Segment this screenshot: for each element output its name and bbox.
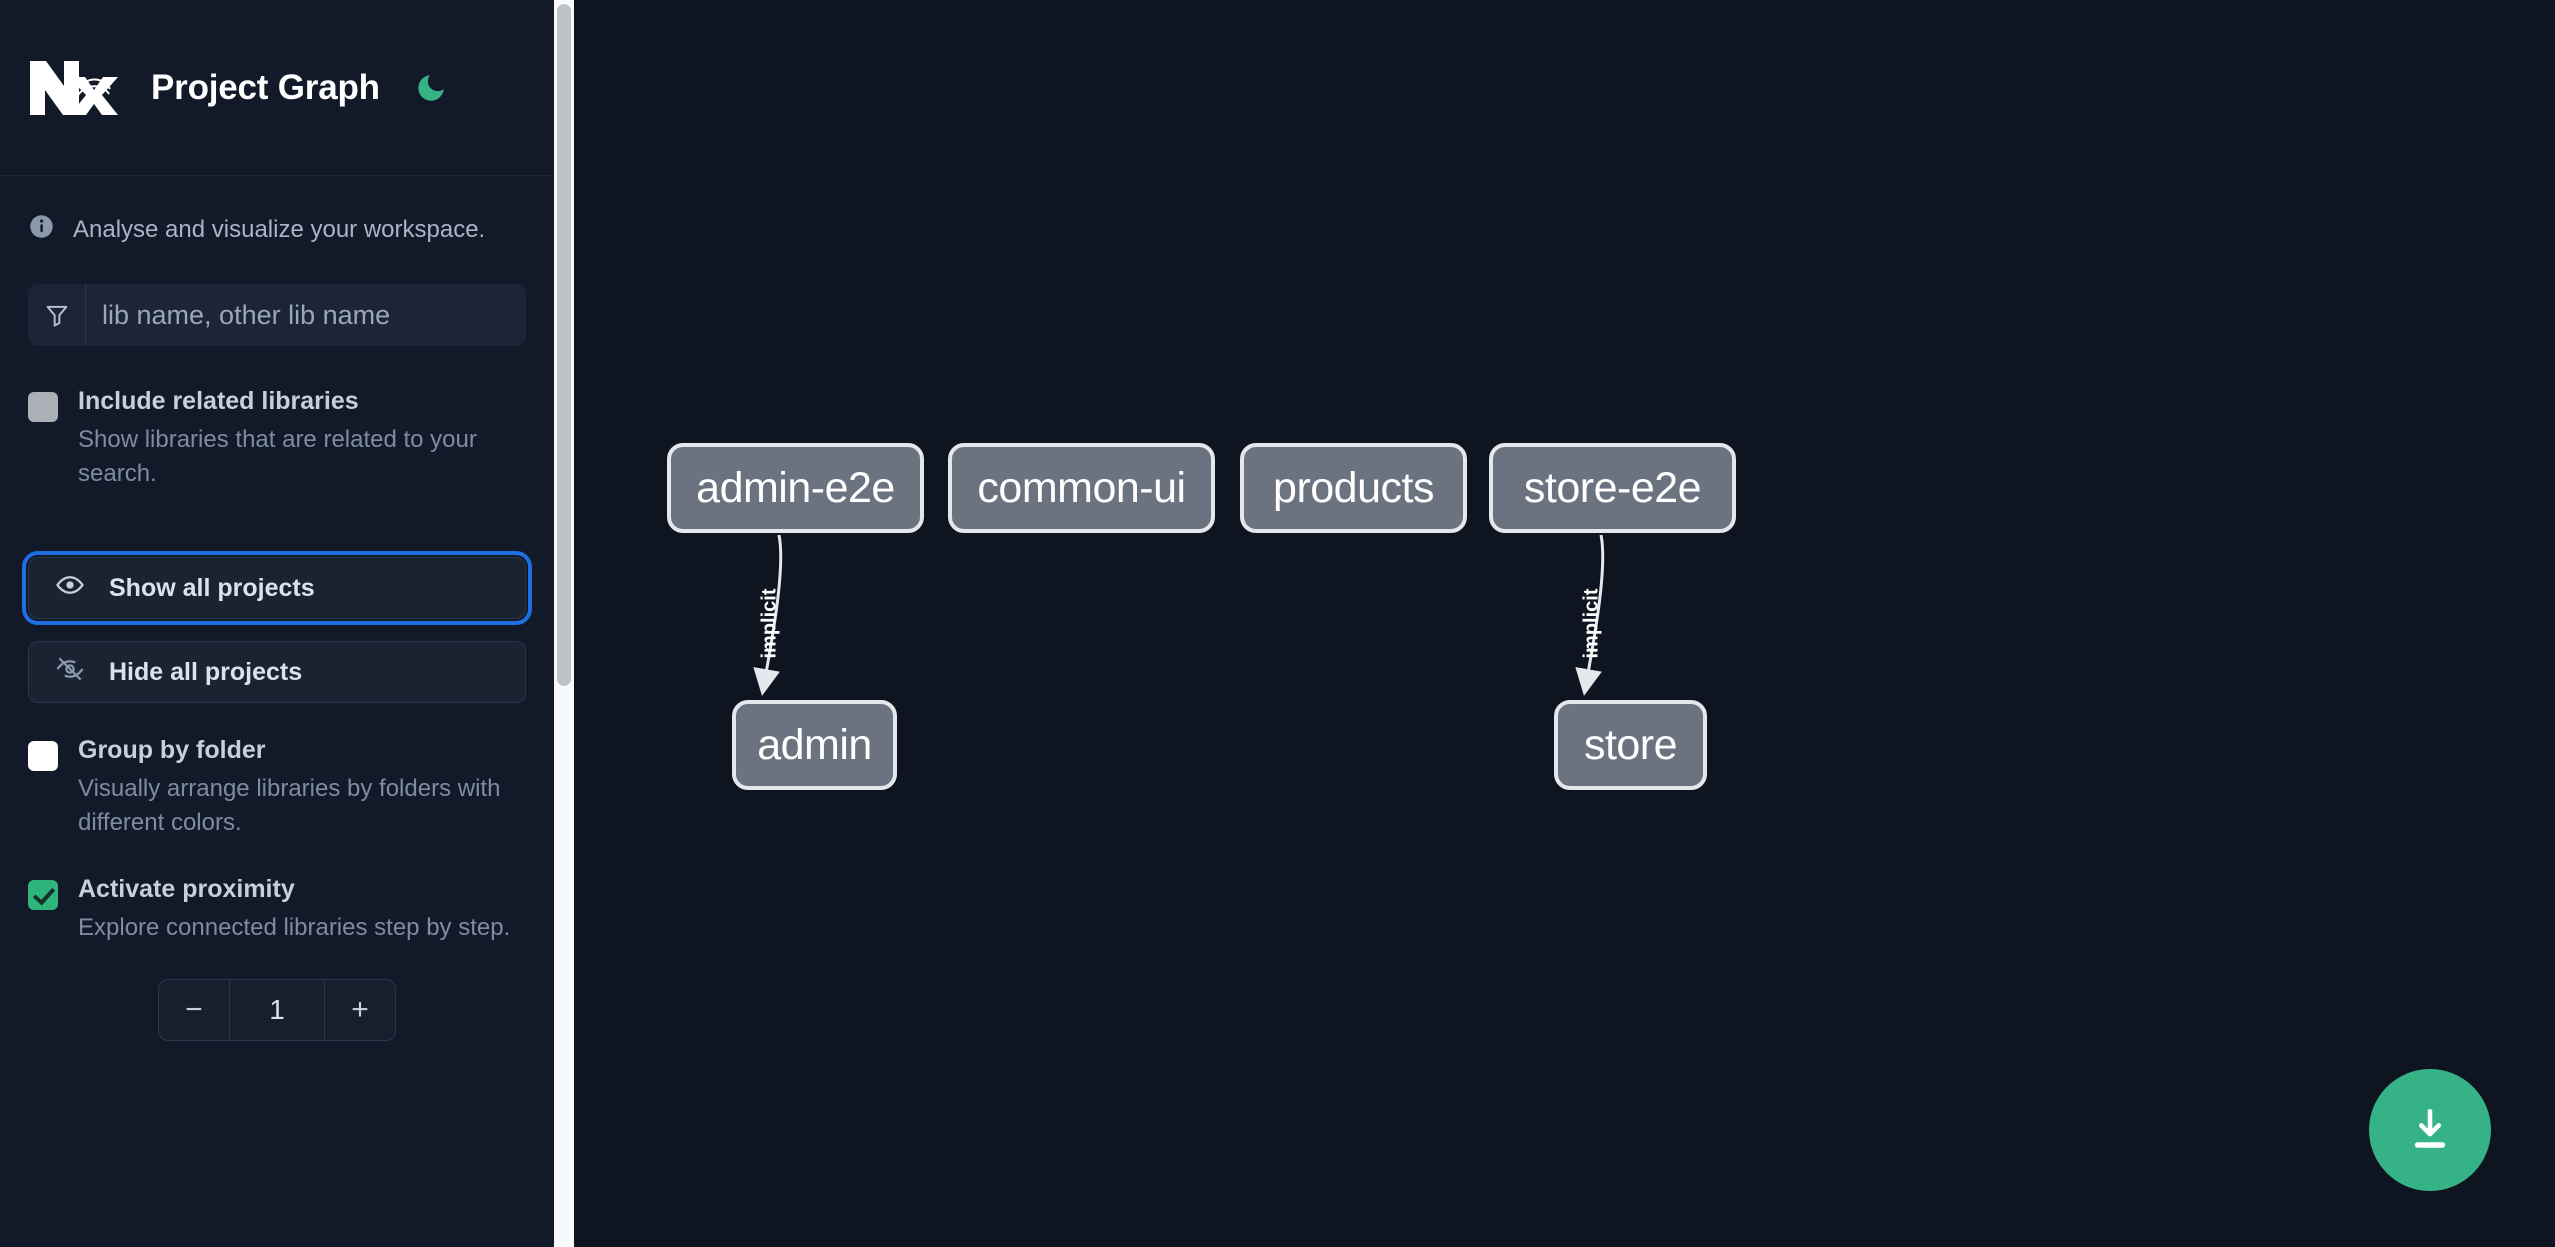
sidebar-header: Project Graph <box>0 0 554 176</box>
edge-admin-e2e-admin <box>753 534 783 696</box>
graph-node-admin-e2e[interactable]: admin-e2e <box>667 443 924 533</box>
group-by-folder-label: Group by folder <box>78 736 266 765</box>
edge-label-store-e2e-store: implicit <box>1580 588 1603 659</box>
funnel-icon <box>28 284 86 346</box>
group-by-folder-checkbox[interactable] <box>28 741 58 772</box>
graph-node-common-ui[interactable]: common-ui <box>948 443 1215 533</box>
sidebar-tagline: Analyse and visualize your workspace. <box>0 176 554 284</box>
graph-node-store-e2e[interactable]: store-e2e <box>1489 443 1736 533</box>
spacer <box>28 703 526 735</box>
spacer <box>28 525 526 557</box>
sidebar-scrollbar-track[interactable] <box>554 0 574 1247</box>
sidebar-body: Include related libraries Show libraries… <box>0 284 554 1042</box>
include-related-description: Show libraries that are related to your … <box>78 426 477 488</box>
moon-icon[interactable] <box>408 65 454 111</box>
show-all-projects-label: Show all projects <box>109 573 315 602</box>
download-button[interactable] <box>2369 1069 2491 1191</box>
hide-all-projects-button[interactable]: Hide all projects <box>28 641 526 704</box>
activate-proximity-label: Activate proximity <box>78 875 295 904</box>
include-related-checkbox[interactable] <box>28 392 58 422</box>
activate-proximity-checkbox[interactable] <box>28 880 58 911</box>
proximity-stepper[interactable]: − 1 + <box>158 979 396 1042</box>
page-title: Project Graph <box>151 67 380 107</box>
option-include-related[interactable]: Include related libraries Show libraries… <box>28 386 526 491</box>
proximity-value: 1 <box>228 980 326 1041</box>
option-group-by-folder[interactable]: Group by folder Visually arrange librari… <box>28 735 526 840</box>
sidebar: Project Graph Analyse and visualize your… <box>0 0 554 1247</box>
hide-all-projects-label: Hide all projects <box>109 657 303 686</box>
include-related-label: Include related libraries <box>78 387 359 415</box>
tagline-text: Analyse and visualize your workspace. <box>73 216 486 243</box>
search-input[interactable] <box>86 284 526 346</box>
eye-icon <box>55 570 85 607</box>
group-by-folder-description: Visually arrange libraries by folders wi… <box>78 775 501 837</box>
option-activate-proximity[interactable]: Activate proximity Explore connected lib… <box>28 874 526 945</box>
graph-node-products[interactable]: products <box>1240 443 1467 533</box>
graph-node-admin[interactable]: admin <box>732 700 897 790</box>
proximity-decrement-button[interactable]: − <box>159 980 229 1040</box>
spacer <box>28 619 526 641</box>
sidebar-scrollbar-thumb[interactable] <box>557 4 571 686</box>
info-icon <box>28 213 55 247</box>
eye-off-icon <box>55 654 85 691</box>
proximity-increment-button[interactable]: + <box>325 980 395 1040</box>
graph-edges <box>753 534 1605 696</box>
edge-label-admin-e2e-admin: implicit <box>758 588 781 659</box>
edge-store-e2e-store <box>1575 534 1605 696</box>
show-all-projects-button[interactable]: Show all projects <box>22 551 532 626</box>
graph-node-store[interactable]: store <box>1554 700 1707 790</box>
filter-field[interactable] <box>28 284 526 346</box>
activate-proximity-description: Explore connected libraries step by step… <box>78 914 511 942</box>
nx-logo-icon <box>28 57 118 119</box>
